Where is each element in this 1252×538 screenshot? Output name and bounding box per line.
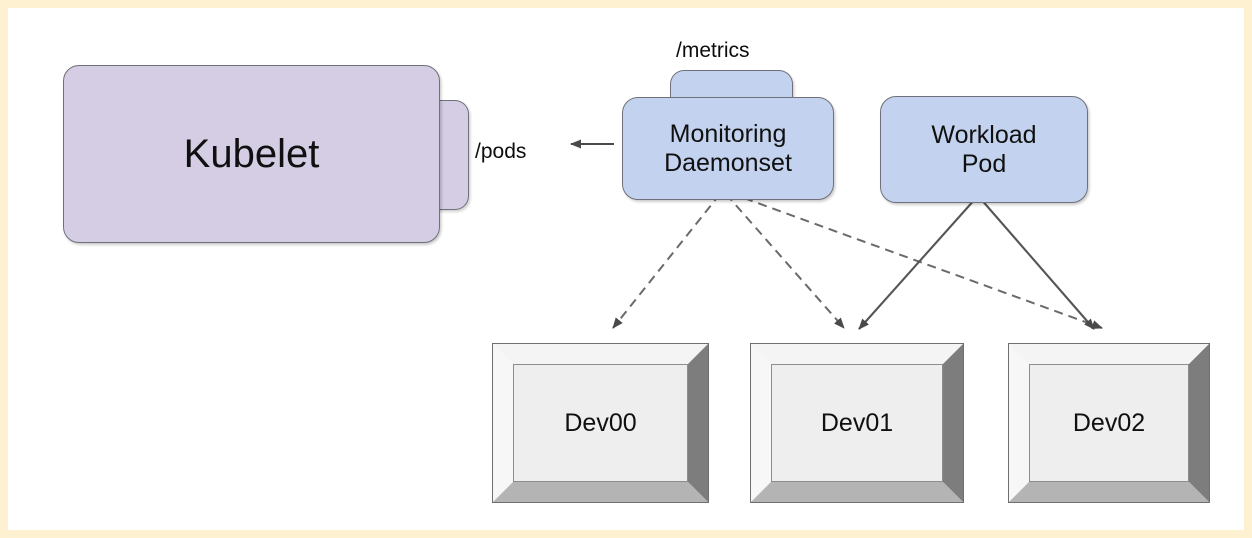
workload-pod-line1: Workload: [931, 120, 1037, 149]
monitoring-daemonset-line2: Daemonset: [664, 148, 792, 177]
edge-daemonset-to-dev00: [612, 193, 721, 329]
dev00-bevel-top: [493, 344, 708, 364]
node-monitoring-daemonset[interactable]: Monitoring Daemonset: [622, 97, 834, 200]
dev01-label: Dev01: [820, 408, 894, 437]
edge-workloadpod-to-dev02: [979, 197, 1095, 330]
dev01-face: Dev01: [771, 364, 943, 482]
dev02-bevel-bottom: [1009, 482, 1209, 502]
dev00-bevel-bottom: [493, 482, 708, 502]
edge-daemonset-to-dev01: [725, 193, 845, 329]
dev01-bevel-right: [943, 344, 963, 502]
dev00-bevel-left: [493, 344, 513, 502]
dev02-bevel-right: [1189, 344, 1209, 502]
dev02-bevel-top: [1009, 344, 1209, 364]
node-device-dev02[interactable]: Dev02: [1008, 343, 1210, 503]
node-workload-pod[interactable]: Workload Pod: [880, 96, 1088, 203]
dev00-bevel-right: [688, 344, 708, 502]
dev01-bevel-left: [751, 344, 771, 502]
edge-daemonset-to-dev02: [729, 192, 1103, 329]
workload-pod-line2: Pod: [961, 149, 1007, 178]
dev01-bevel-bottom: [751, 482, 963, 502]
monitoring-daemonset-line1: Monitoring: [669, 119, 787, 148]
dev02-bevel-left: [1009, 344, 1029, 502]
dev02-label: Dev02: [1072, 408, 1146, 437]
dev01-bevel-top: [751, 344, 963, 364]
monitoring-daemonset-label: Monitoring Daemonset: [664, 120, 792, 178]
dev00-label: Dev00: [564, 408, 637, 437]
pods-endpoint-label: /pods: [475, 140, 527, 163]
metrics-endpoint-label: /metrics: [676, 39, 750, 62]
node-device-dev00[interactable]: Dev00: [492, 343, 709, 503]
kubelet-label: Kubelet: [183, 131, 320, 176]
node-device-dev01[interactable]: Dev01: [750, 343, 964, 503]
node-kubelet[interactable]: Kubelet: [63, 65, 440, 243]
dev00-face: Dev00: [513, 364, 688, 482]
workload-pod-label: Workload Pod: [931, 121, 1036, 179]
dev02-face: Dev02: [1029, 364, 1189, 482]
edge-workloadpod-to-dev01: [858, 197, 977, 330]
